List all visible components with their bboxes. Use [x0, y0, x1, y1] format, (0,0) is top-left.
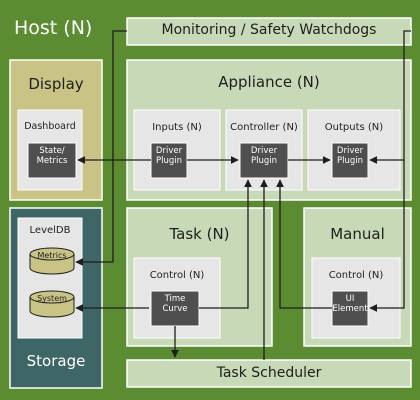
- leveldb-panel: [17, 217, 83, 339]
- monitoring-to-outputs-connector: [369, 30, 411, 164]
- system-label: System: [37, 294, 67, 303]
- manual-title: Manual: [330, 225, 385, 243]
- controller-driver-label: Driver Plugin: [250, 146, 278, 166]
- host-title: Host (N): [14, 17, 93, 39]
- monitoring-right-to-uielement-connector: [369, 160, 405, 312]
- task-control-title: Control (N): [149, 270, 205, 281]
- state-metrics-label: State/ Metrics: [36, 146, 68, 166]
- inputs-driver-label: Driver Plugin: [155, 146, 183, 166]
- state-metrics-box: [27, 142, 77, 179]
- task-scheduler-title: Task Scheduler: [216, 365, 322, 381]
- system-cylinder: [29, 290, 75, 318]
- storage-title: Storage: [26, 352, 86, 370]
- display-title: Display: [28, 75, 84, 93]
- uielement-to-controller-connector: [276, 179, 332, 309]
- controller-title: Controller (N): [230, 122, 298, 133]
- metrics-cylinder: [29, 247, 75, 275]
- metrics-label: Metrics: [37, 251, 67, 260]
- monitoring-title: Monitoring / Safety Watchdogs: [161, 22, 377, 38]
- outputs-driver-box: [331, 142, 369, 179]
- controller-driver-box: [239, 142, 289, 179]
- task-title: Task (N): [169, 225, 230, 243]
- time-curve-label: Time Curve: [162, 294, 188, 314]
- outputs-title: Outputs (N): [324, 122, 384, 133]
- monitoring-bar: [126, 17, 412, 46]
- appliance-title: Appliance (N): [218, 73, 320, 91]
- inputs-title: Inputs (N): [152, 122, 202, 133]
- monitoring-to-metrics-connector: [75, 30, 127, 266]
- ui-element-label: UI Element: [332, 294, 368, 314]
- leveldb-title: LevelDB: [29, 225, 71, 236]
- timecurve-to-controller-connector: [199, 179, 252, 309]
- task-scheduler-bar: [126, 359, 412, 388]
- manual-control-title: Control (N): [328, 270, 384, 281]
- outputs-driver-label: Driver Plugin: [336, 146, 364, 166]
- dashboard-title: Dashboard: [24, 121, 76, 132]
